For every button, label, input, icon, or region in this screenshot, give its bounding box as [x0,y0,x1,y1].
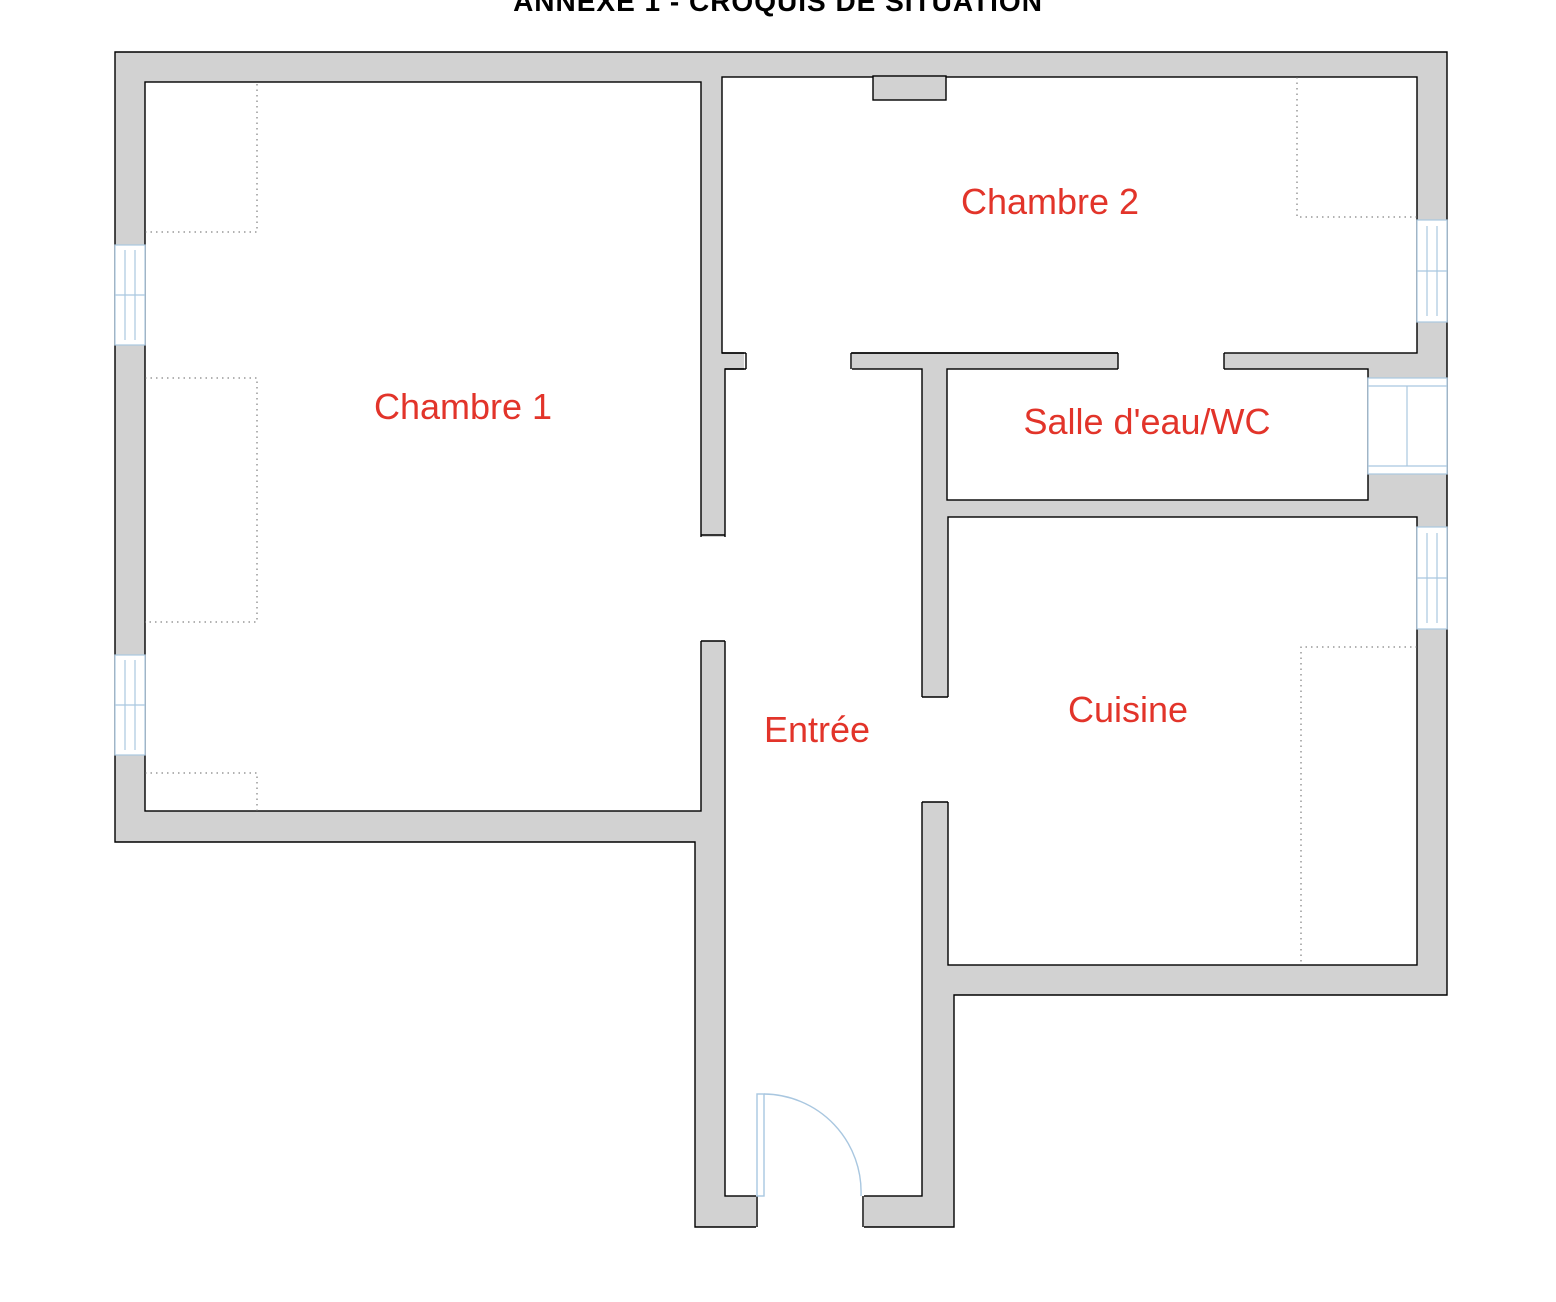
dotted-furniture [145,77,1417,965]
window-chambre1-top [114,244,146,346]
document-title: ANNEXE 1 - CROQUIS DE SITUATION [513,0,1043,17]
label-entree: Entrée [764,709,870,750]
window-chambre1-bottom [114,654,146,756]
room-chambre-1 [144,81,702,812]
room-entree [724,368,923,1197]
windows [114,219,1448,756]
entrance-door [756,1093,862,1197]
label-chambre-1: Chambre 1 [374,386,552,427]
room-cuisine [947,516,1418,966]
door-openings [699,351,1224,1229]
chimney-notch [872,75,947,101]
room-salle-eau [946,368,1369,501]
window-cuisine [1416,526,1448,630]
window-salle-eau [1367,377,1448,475]
room-chambre-2 [721,76,1418,354]
label-cuisine: Cuisine [1068,689,1188,730]
label-salle-eau: Salle d'eau/WC [1024,401,1271,442]
wall-segment-lines [701,352,1225,1227]
window-chambre2 [1416,219,1448,323]
label-chambre-2: Chambre 2 [961,181,1139,222]
